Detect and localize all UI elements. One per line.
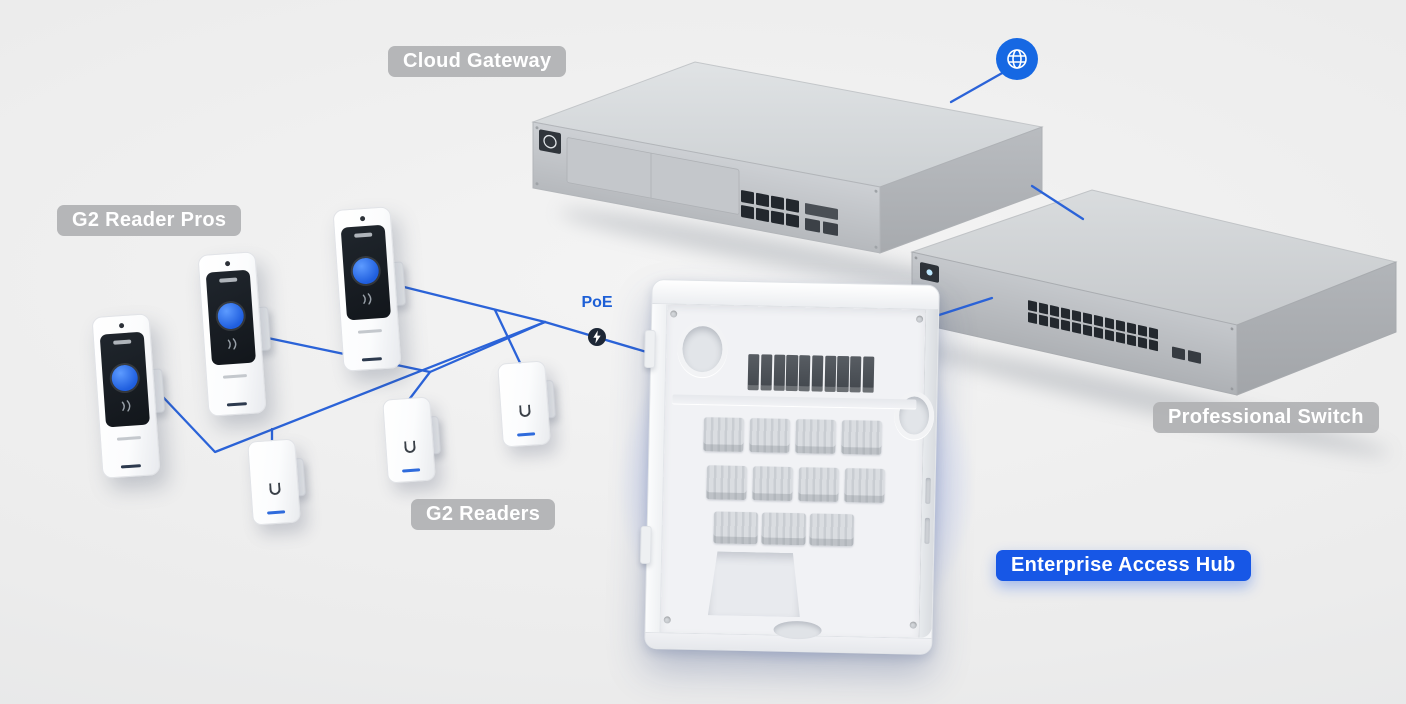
u-logo-icon <box>518 404 531 418</box>
line-switch-hub <box>934 296 994 318</box>
hub-terminal-block <box>844 468 885 503</box>
contactless-wave-icon <box>119 399 134 412</box>
hub-bottom-cutout <box>708 551 801 617</box>
professional-switch-label: Professional Switch <box>1153 402 1379 433</box>
status-bar <box>219 277 238 283</box>
reader-body <box>247 438 301 526</box>
screw <box>909 621 917 629</box>
hub-vent-slot <box>925 477 931 504</box>
reader-pro-body <box>197 251 267 417</box>
reader-pro-screen <box>205 269 257 366</box>
g2-reader-2 <box>382 396 442 484</box>
reader-pro-screen <box>340 224 392 321</box>
line-g2-reader-2 <box>406 370 432 403</box>
nfc-ring-icon <box>216 302 245 330</box>
status-led-bar <box>402 468 421 473</box>
wordmark <box>222 374 248 379</box>
u-logo-icon <box>268 482 281 496</box>
hub-terminal-block <box>798 467 839 502</box>
g2-readers-label: G2 Readers <box>411 499 556 530</box>
status-bar <box>354 232 373 238</box>
contactless-wave-icon <box>225 337 240 350</box>
g2-reader-3 <box>497 360 557 448</box>
enterprise-access-hub-device <box>639 279 940 655</box>
gateway-display <box>539 129 561 154</box>
nfc-ring-icon <box>110 364 139 392</box>
camera-icon <box>359 216 365 222</box>
poe-label: PoE <box>581 294 613 311</box>
gateway-ethernet-ports <box>741 190 799 228</box>
gateway-sfp-port <box>823 221 838 236</box>
switch-ethernet-ports <box>1028 300 1158 352</box>
camera-icon <box>118 323 124 329</box>
g2-reader-pro-3 <box>332 206 407 372</box>
reader-pro-body <box>91 313 161 479</box>
gateway-drive-tray <box>566 137 740 215</box>
u-logo-icon <box>403 440 416 454</box>
speaker-slot <box>120 464 141 469</box>
reader-body <box>497 360 551 448</box>
hub-terminal-block <box>761 512 807 546</box>
reader-pro-screen <box>99 331 151 428</box>
line-reader-pro-3 <box>390 282 547 324</box>
hub-terminal-block <box>809 513 855 547</box>
hub-terminal-block <box>841 420 882 455</box>
poe-lightning-icon <box>587 327 607 347</box>
g2-reader-1 <box>247 438 307 526</box>
status-led-bar <box>517 432 536 437</box>
contactless-wave-icon <box>360 292 375 305</box>
hub-hinge-tab <box>644 329 656 369</box>
line-g2-reader-3 <box>493 308 524 369</box>
speaker-slot <box>226 402 247 407</box>
line-reader-pro-1 <box>161 320 547 454</box>
cloud-gateway-label: Cloud Gateway <box>388 46 567 77</box>
line-gateway-switch <box>1030 184 1085 221</box>
hub-terminal-block <box>703 417 745 452</box>
switch-front-face <box>911 251 1238 396</box>
g2-reader-pro-1 <box>91 313 166 479</box>
gateway-front-face <box>532 121 881 254</box>
reader-pro-body <box>332 206 402 372</box>
switch-sfp-port <box>1188 350 1201 364</box>
hub-terminal-block <box>749 418 791 453</box>
hub-port-row <box>747 354 875 393</box>
hub-terminal-block <box>795 419 836 454</box>
g2-reader-pro-2 <box>197 251 272 417</box>
line-internet-gateway <box>949 70 1006 104</box>
internet-globe-icon <box>996 38 1038 80</box>
wordmark <box>357 329 383 334</box>
gateway-console-port <box>805 203 838 220</box>
gateway-sfp-port <box>805 218 820 233</box>
hub-vent-slot <box>924 517 930 544</box>
hub-terminal-block <box>752 466 793 502</box>
enterprise-access-hub-label: Enterprise Access Hub <box>996 550 1251 581</box>
status-bar <box>113 339 132 345</box>
hub-terminal-block <box>706 465 748 501</box>
g2-reader-pros-label: G2 Reader Pros <box>57 205 242 236</box>
nfc-ring-icon <box>351 257 380 285</box>
reader-body <box>382 396 436 484</box>
camera-icon <box>224 261 230 267</box>
wordmark <box>116 436 142 441</box>
status-led-bar <box>267 510 286 515</box>
hub-terminal-block <box>713 511 759 545</box>
speaker-slot <box>361 357 382 362</box>
hub-hinge-tab <box>639 525 652 565</box>
switch-sfp-port <box>1172 346 1185 361</box>
